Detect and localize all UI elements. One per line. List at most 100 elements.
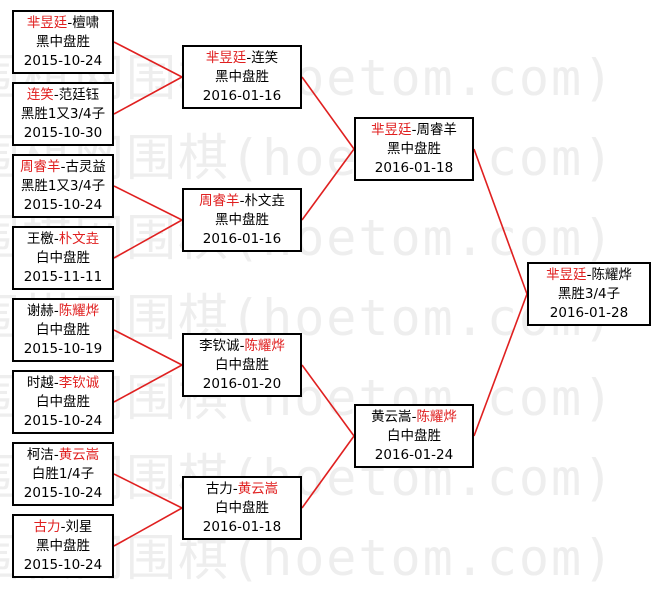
match-players: 古力-黄云嵩 [206, 480, 278, 499]
match-date: 2016-01-16 [202, 87, 282, 104]
match-box-r2m1: 芈昱廷-连笑黑中盘胜 2016-01-16 [182, 45, 302, 109]
player-white: 檀啸 [72, 14, 100, 31]
vs-dash: - [53, 446, 59, 463]
connector-r1m7-r2m4 [113, 473, 183, 509]
player-black: 柯洁 [26, 446, 54, 463]
vs-dash: - [60, 158, 66, 175]
match-result: 黑中盘胜 [387, 140, 441, 157]
player-black: 古力 [33, 518, 61, 535]
match-date: 2015-10-24 [23, 196, 103, 213]
vs-dash: - [60, 518, 66, 535]
match-result: 黑胜1又3/4子 [20, 105, 106, 122]
vs-dash: - [53, 86, 59, 103]
connector-r2m2-r3m1 [301, 148, 355, 221]
match-result: 黑中盘胜 [215, 68, 269, 85]
match-result: 白中盘胜 [215, 356, 269, 373]
match-players: 芈昱廷-周睿羊 [371, 121, 457, 140]
match-date: 2015-10-19 [23, 340, 103, 357]
player-black: 李钦诚 [199, 337, 240, 354]
player-white: 刘星 [65, 518, 93, 535]
match-result: 白中盘胜 [36, 249, 90, 266]
player-white: 黄云嵩 [237, 480, 279, 497]
vs-dash: - [232, 480, 238, 497]
player-black: 芈昱廷 [205, 49, 247, 66]
player-white: 陈耀烨 [58, 302, 100, 319]
player-black: 谢赫 [26, 302, 54, 319]
connector-r1m5-r2m3 [113, 329, 183, 366]
vs-dash: - [411, 408, 417, 425]
match-players: 谢赫-陈耀烨 [27, 302, 99, 321]
match-result: 白中盘胜 [36, 393, 90, 410]
match-players: 连笑-范廷钰 [27, 86, 99, 105]
player-black: 芈昱廷 [371, 121, 412, 138]
match-players: 芈昱廷-陈耀烨 [546, 266, 632, 285]
match-date: 2016-01-24 [374, 446, 454, 463]
vs-dash: - [411, 121, 417, 138]
connector-r1m8-r2m4 [113, 507, 183, 547]
connector-r1m3-r2m2 [113, 185, 183, 221]
player-white: 陈耀烨 [591, 266, 632, 283]
player-black: 周睿羊 [20, 158, 61, 175]
match-players: 时越-李钦诚 [27, 374, 99, 393]
connector-r1m2-r2m1 [113, 76, 183, 115]
match-date: 2016-01-18 [374, 159, 454, 176]
match-result: 黑胜3/4子 [557, 285, 621, 302]
match-players: 周睿羊-古灵益 [20, 158, 106, 177]
connector-r2m4-r3m2 [301, 435, 355, 509]
match-result: 白中盘胜 [215, 499, 269, 516]
match-box-r1m2: 连笑-范廷钰黑胜1又3/4子 2015-10-30 [12, 82, 114, 146]
connector-r2m1-r3m1 [301, 76, 355, 150]
match-box-r3m2: 黄云嵩-陈耀烨白中盘胜 2016-01-24 [354, 404, 474, 468]
vs-dash: - [53, 230, 59, 247]
connector-r1m6-r2m3 [113, 364, 183, 403]
match-players: 黄云嵩-陈耀烨 [371, 408, 457, 427]
match-date: 2015-10-24 [23, 412, 103, 429]
player-black: 芈昱廷 [546, 266, 587, 283]
match-players: 王檄-朴文垚 [27, 230, 99, 249]
vs-dash: - [53, 302, 59, 319]
match-date: 2015-10-30 [23, 124, 103, 141]
player-white: 朴文垚 [58, 230, 100, 247]
match-players: 芈昱廷-连笑 [206, 49, 278, 68]
player-black: 古力 [205, 480, 233, 497]
player-black: 时越 [26, 374, 54, 391]
match-result: 黑中盘胜 [36, 33, 90, 50]
connector-r1m1-r2m1 [113, 41, 183, 78]
match-date: 2015-10-24 [23, 52, 103, 69]
player-black: 黄云嵩 [371, 408, 412, 425]
player-white: 李钦诚 [58, 374, 100, 391]
vs-dash: - [53, 374, 59, 391]
player-white: 朴文垚 [244, 192, 285, 209]
match-result: 黑胜1又3/4子 [20, 177, 106, 194]
match-result: 白中盘胜 [387, 427, 441, 444]
match-date: 2016-01-20 [202, 375, 282, 392]
match-box-r1m1: 芈昱廷-檀啸黑中盘胜 2015-10-24 [12, 10, 114, 74]
player-white: 范廷钰 [58, 86, 100, 103]
match-date: 2016-01-16 [202, 230, 282, 247]
player-black: 王檄 [26, 230, 54, 247]
player-white: 陈耀烨 [244, 337, 285, 354]
match-date: 2015-10-24 [23, 484, 103, 501]
match-players: 周睿羊-朴文垚 [199, 192, 285, 211]
match-players: 李钦诚-陈耀烨 [199, 337, 285, 356]
player-white: 周睿羊 [416, 121, 457, 138]
vs-dash: - [67, 14, 73, 31]
match-box-r2m3: 李钦诚-陈耀烨白中盘胜 2016-01-20 [182, 333, 302, 397]
match-players: 芈昱廷-檀啸 [27, 14, 99, 33]
vs-dash: - [246, 49, 252, 66]
player-white: 古灵益 [65, 158, 106, 175]
match-players: 柯洁-黄云嵩 [27, 446, 99, 465]
connector-r2m3-r3m2 [301, 364, 355, 437]
